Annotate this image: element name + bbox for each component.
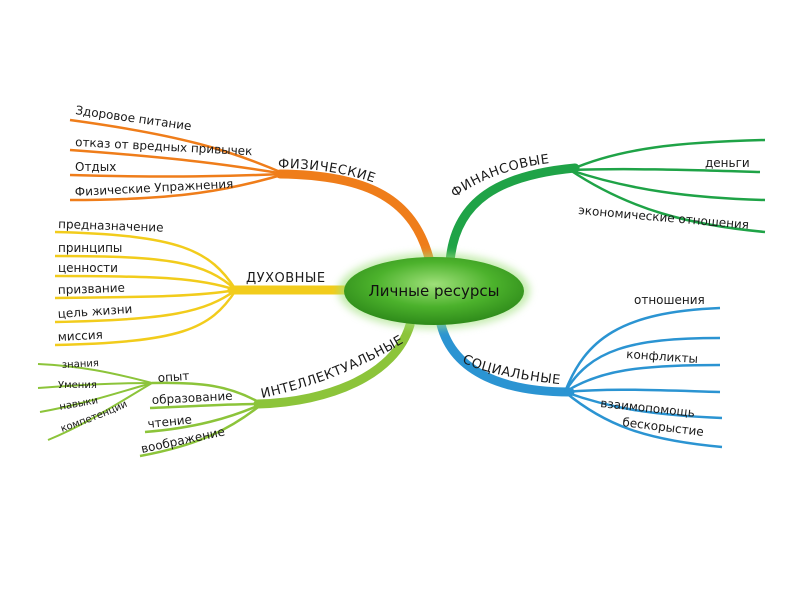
intellectual-twig-4 xyxy=(139,403,263,458)
social-twig-1 xyxy=(563,306,721,393)
intellectual-item: чтение xyxy=(147,412,193,431)
physical-item: Физические Упражнения xyxy=(74,177,233,199)
social-item: конфликты xyxy=(626,347,699,366)
physical-twig-2 xyxy=(69,148,286,176)
social-twig-2 xyxy=(563,336,721,393)
spiritual-item: миссия xyxy=(57,328,103,344)
branch-physical: ФИЗИЧЕСКИЕ Здоровое питание отказ от вре… xyxy=(69,103,435,267)
financial-twig-1 xyxy=(569,138,766,172)
financial-twig-3 xyxy=(569,168,766,202)
physical-twig-1 xyxy=(69,118,286,176)
physical-item: отказ от вредных привычек xyxy=(75,135,253,158)
experience-twig-2 xyxy=(37,382,153,389)
center-ellipse xyxy=(344,257,524,325)
financial-twig-2 xyxy=(569,167,761,174)
experience-twig-3 xyxy=(39,382,153,413)
intellectual-twig-3 xyxy=(144,402,263,434)
intellectual-item: опыт xyxy=(157,369,190,385)
branch-spiritual: ДУХОВНЫЕ предназначение принципы ценност… xyxy=(54,217,355,347)
experience-twig-1 xyxy=(37,363,153,384)
spiritual-twig-3 xyxy=(54,274,237,292)
experience-twig-4 xyxy=(47,382,153,441)
spiritual-twig-5 xyxy=(54,288,237,324)
experience-sub-item: знания xyxy=(62,358,100,371)
financial-trunk xyxy=(445,163,580,267)
center-label: Личные ресурсы xyxy=(368,282,499,300)
intellectual-trunk xyxy=(253,320,415,409)
social-twig-5 xyxy=(564,390,723,420)
spiritual-label: ДУХОВНЫЕ xyxy=(246,271,326,286)
physical-twig-3 xyxy=(69,172,286,178)
social-twig-6 xyxy=(564,391,723,449)
intellectual-twig-2 xyxy=(149,402,263,410)
experience-sub-item: навыки xyxy=(59,395,99,413)
spiritual-item: ценности xyxy=(58,261,118,275)
spiritual-item: призвание xyxy=(58,281,126,297)
physical-item: Отдых xyxy=(75,160,116,174)
social-item: взаимопомощь xyxy=(600,396,696,420)
physical-twig-4 xyxy=(69,172,286,202)
spiritual-twig-2 xyxy=(54,254,237,291)
financial-item: деньги xyxy=(705,156,750,170)
intellectual-twig-1 xyxy=(151,381,263,406)
spiritual-twig-4 xyxy=(54,288,237,300)
spiritual-item: предназначение xyxy=(58,217,164,235)
branch-financial: ФИНАНСОВЫЕ деньги экономические отношени… xyxy=(445,138,766,267)
experience-sub-item: Умения xyxy=(58,380,97,391)
social-twig-3 xyxy=(564,363,721,394)
spiritual-item: принципы xyxy=(58,241,122,255)
intellectual-item: образование xyxy=(151,389,233,407)
spiritual-item: цель жизни xyxy=(57,302,133,321)
spiritual-twig-6 xyxy=(54,289,238,347)
financial-item: экономические отношения xyxy=(578,203,750,232)
physical-trunk xyxy=(275,169,435,267)
social-twig-4 xyxy=(564,388,721,394)
center-node: Личные ресурсы xyxy=(338,253,530,329)
social-trunk xyxy=(435,315,575,397)
spiritual-twig-1 xyxy=(54,230,238,291)
financial-twig-4 xyxy=(569,168,766,234)
social-item: отношения xyxy=(634,293,705,307)
